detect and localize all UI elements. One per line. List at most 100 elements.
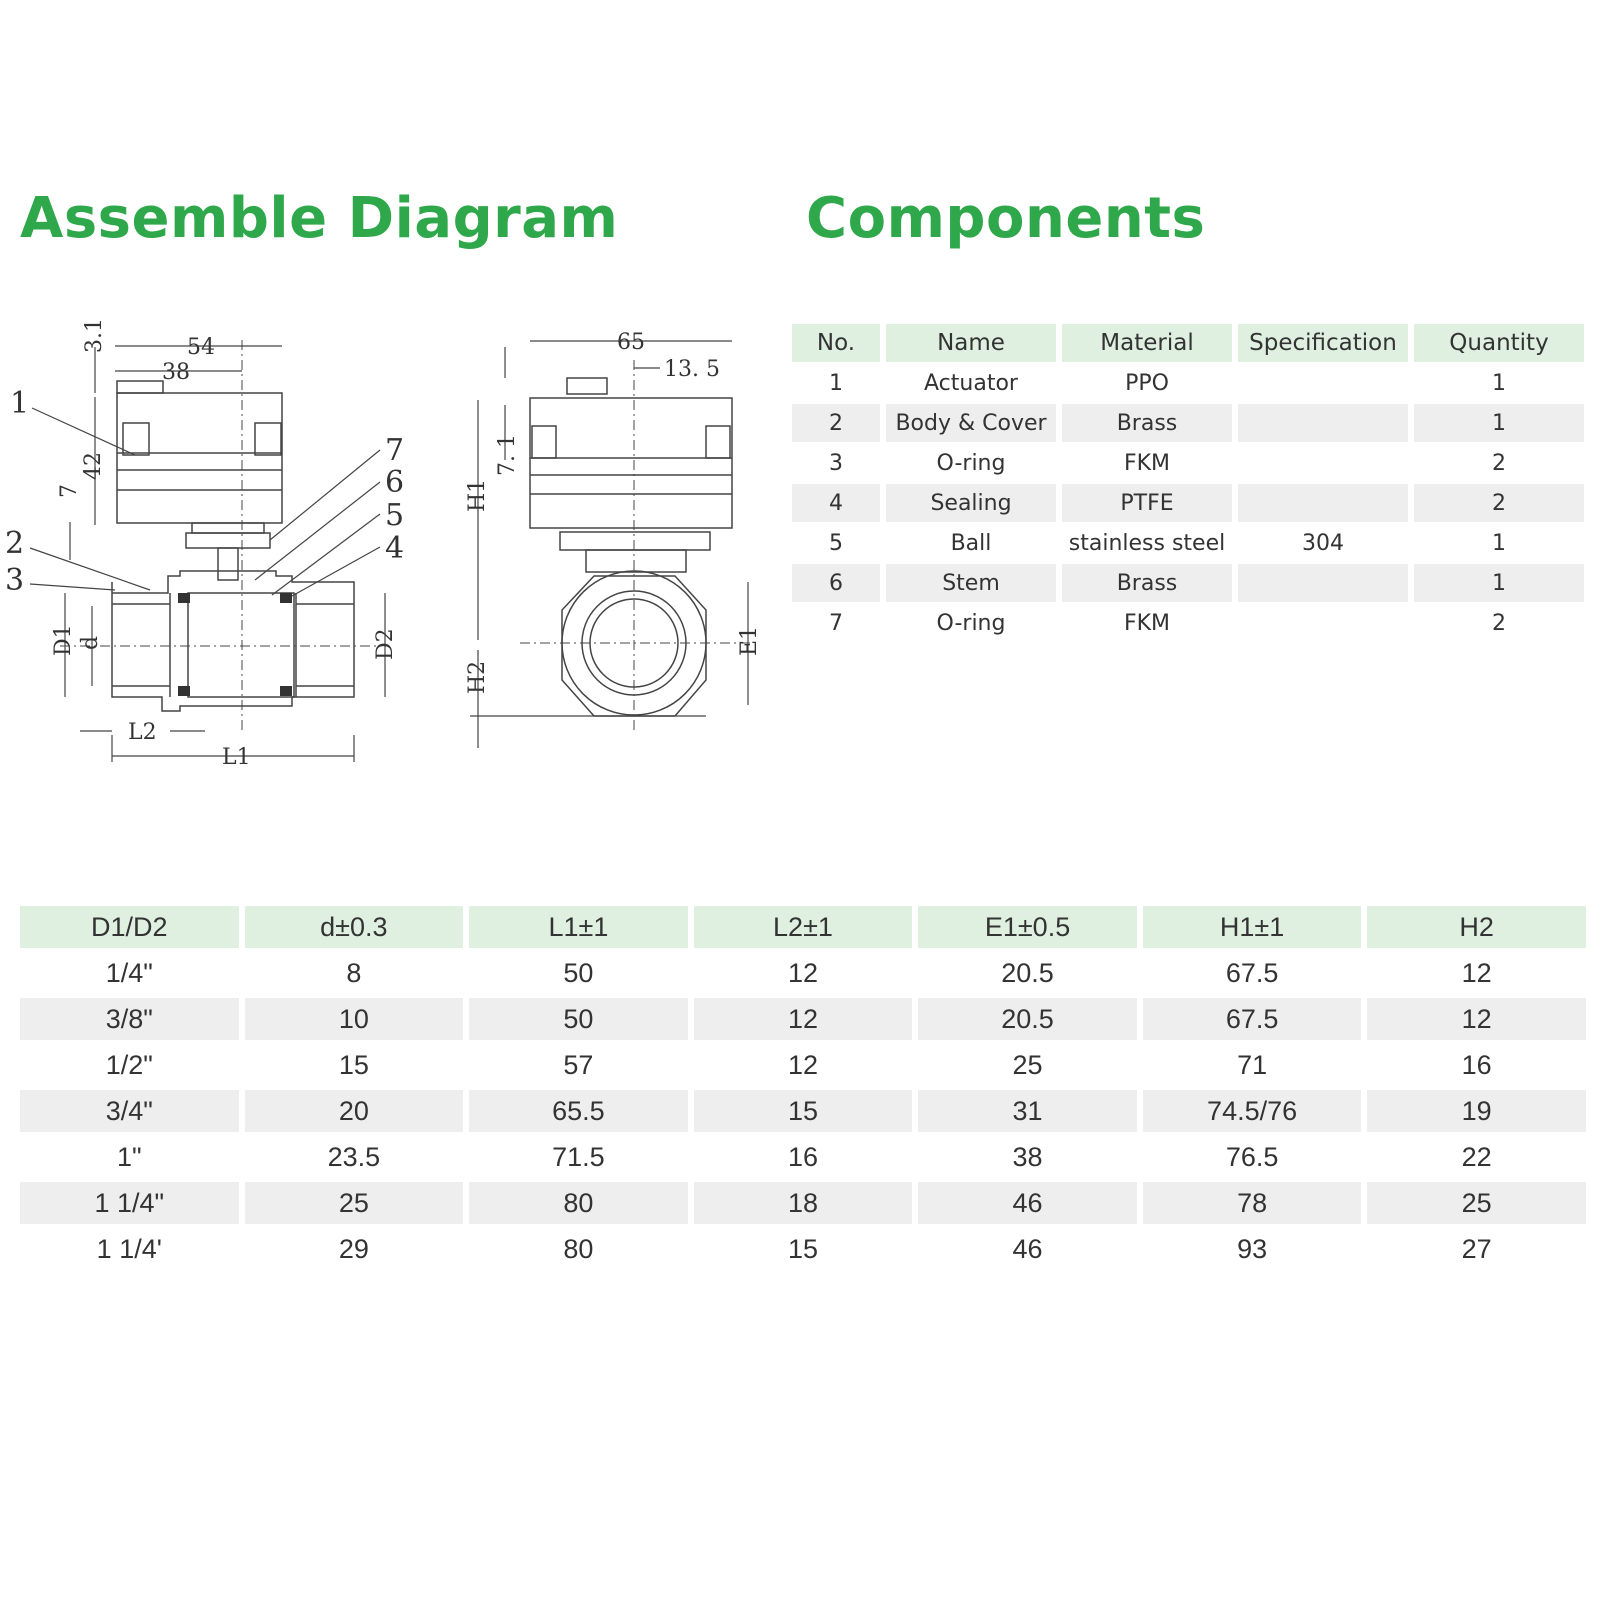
cell: 46 xyxy=(1012,1233,1043,1264)
table-row: 3 O-ring FKM 2 xyxy=(792,444,1584,482)
cell: Stem xyxy=(886,564,1056,602)
cell: 74.5/76 xyxy=(1142,1090,1362,1132)
cell: FKM xyxy=(1123,450,1171,476)
cell: 1" xyxy=(116,1141,142,1172)
cell: 2 xyxy=(792,404,880,442)
cell: 78 xyxy=(1142,1182,1362,1224)
cell: 65.5 xyxy=(469,1090,688,1132)
dim-3-1: 3.1 xyxy=(82,318,107,353)
cell: 57 xyxy=(563,1049,594,1080)
cell: 67.5 xyxy=(1225,957,1279,988)
cell: 93 xyxy=(1237,1233,1268,1264)
cell: Sealing xyxy=(886,484,1056,522)
components-header-row: No. Name Material Specification Quantity xyxy=(792,324,1584,362)
cell: 1 xyxy=(1414,404,1584,442)
cell: 1/4" xyxy=(105,957,153,988)
callout-6: 6 xyxy=(385,465,404,500)
cell: 1 xyxy=(829,370,843,396)
actuator-housing xyxy=(116,392,283,524)
cell: 15 xyxy=(338,1049,369,1080)
cell: 12 xyxy=(787,1049,818,1080)
dim-42: 42 xyxy=(81,452,106,480)
cell: 304 xyxy=(1302,530,1344,556)
cell: 18 xyxy=(693,1182,913,1224)
cell: 1 xyxy=(1414,564,1584,602)
cell: 1 1/4" xyxy=(20,1182,239,1224)
cell: 12 xyxy=(1367,998,1586,1040)
valve-front-view-drawing: 54 38 3.1 42 7 D1 d D2 L2 L1 1 2 3 4 5 6… xyxy=(5,318,404,770)
cell: 12 xyxy=(1461,957,1492,988)
cell: 80 xyxy=(469,1182,688,1224)
cell: 1/2" xyxy=(105,1049,153,1080)
dim-h2: H2 xyxy=(465,661,490,694)
cell xyxy=(1238,604,1408,642)
cell: Actuator xyxy=(924,370,1018,396)
cell: 50 xyxy=(563,957,594,988)
dimensions-header-row: D1/D2 d±0.3 L1±1 L2±1 E1±0.5 H1±1 H2 xyxy=(20,906,1586,948)
cell: 16 xyxy=(1461,1049,1492,1080)
cell: 22 xyxy=(1461,1141,1492,1172)
cell: 15 xyxy=(693,1090,913,1132)
table-row: 3/4" 20 65.5 15 31 74.5/76 19 xyxy=(20,1090,1586,1132)
cell: 67.5 xyxy=(1142,998,1362,1040)
callout-1: 1 xyxy=(10,386,29,421)
cell: 4 xyxy=(792,484,880,522)
cell xyxy=(1238,444,1408,482)
cell: 2 xyxy=(1414,484,1584,522)
header-no: No. xyxy=(792,324,880,362)
cell xyxy=(1238,404,1408,442)
callout-2: 2 xyxy=(5,526,24,561)
cell: 46 xyxy=(918,1182,1137,1224)
cell: Brass xyxy=(1062,404,1232,442)
cell: 80 xyxy=(563,1233,594,1264)
cell: 25 xyxy=(1367,1182,1586,1224)
components-title: Components xyxy=(806,186,1206,251)
header-specification: Specification xyxy=(1238,324,1408,362)
cell: 12 xyxy=(787,957,818,988)
cell: O-ring xyxy=(936,450,1006,476)
table-row: 3/8" 10 50 12 20.5 67.5 12 xyxy=(20,998,1586,1040)
cell: 16 xyxy=(787,1141,818,1172)
cell: FKM xyxy=(1123,610,1171,636)
cell: Body & Cover xyxy=(886,404,1056,442)
cell: 15 xyxy=(787,1233,818,1264)
header-h1: H1±1 xyxy=(1142,906,1362,948)
cell: 23.5 xyxy=(327,1141,381,1172)
table-row: 1 1/4" 25 80 18 46 78 25 xyxy=(20,1182,1586,1224)
callout-3: 3 xyxy=(5,563,24,598)
cell: 31 xyxy=(918,1090,1137,1132)
actuator-housing-side xyxy=(529,397,733,529)
cell: 12 xyxy=(693,998,913,1040)
cell: PTFE xyxy=(1062,484,1232,522)
cell: Ball xyxy=(950,530,992,556)
cell: O-ring xyxy=(936,610,1006,636)
cell: 5 xyxy=(829,530,843,556)
callout-7: 7 xyxy=(385,433,404,468)
header-e1: E1±0.5 xyxy=(918,906,1137,948)
header-quantity: Quantity xyxy=(1414,324,1584,362)
dim-l1: L1 xyxy=(222,745,251,770)
cell: 27 xyxy=(1461,1233,1492,1264)
cell xyxy=(1238,364,1408,402)
dim-l2: L2 xyxy=(128,720,157,745)
header-d1-d2: D1/D2 xyxy=(20,906,239,948)
cell: Brass xyxy=(1062,564,1232,602)
table-row: 2 Body & Cover Brass 1 xyxy=(792,404,1584,442)
header-h2: H2 xyxy=(1367,906,1586,948)
header-name: Name xyxy=(886,324,1056,362)
table-row: 1 1/4' 29 80 15 46 93 27 xyxy=(20,1228,1586,1270)
table-row: 6 Stem Brass 1 xyxy=(792,564,1584,602)
dim-54: 54 xyxy=(187,335,215,360)
cell: 2 xyxy=(1492,450,1506,476)
table-row: 7 O-ring FKM 2 xyxy=(792,604,1584,642)
cell: 20 xyxy=(244,1090,464,1132)
table-row: 1" 23.5 71.5 16 38 76.5 22 xyxy=(20,1136,1586,1178)
table-row: 5 Ball stainless steel 304 1 xyxy=(792,524,1584,562)
dim-65: 65 xyxy=(617,330,645,355)
cell: 2 xyxy=(1492,610,1506,636)
cell: 20.5 xyxy=(918,998,1137,1040)
cell xyxy=(1238,564,1408,602)
cell: 19 xyxy=(1367,1090,1586,1132)
cell: 71.5 xyxy=(552,1141,605,1172)
dim-d: d xyxy=(78,636,103,650)
